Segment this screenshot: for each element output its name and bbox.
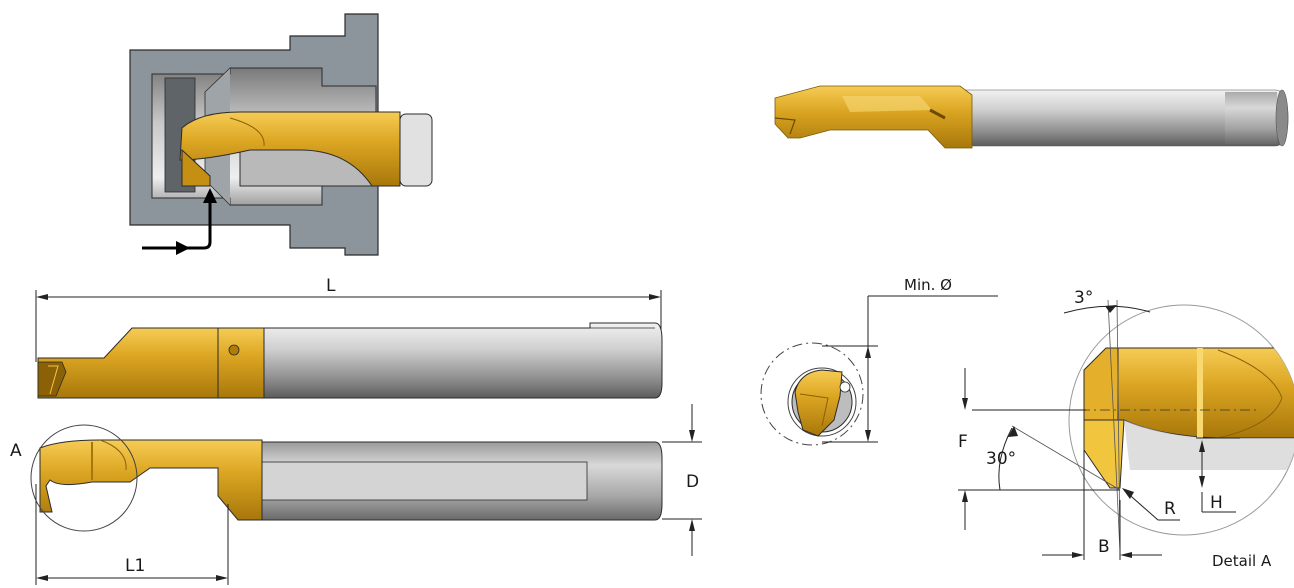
label-d: D — [686, 472, 699, 492]
label-angle-30: 30° — [986, 449, 1016, 469]
label-r: R — [1164, 499, 1176, 519]
label-f: F — [958, 432, 968, 452]
detail-a-caption: Detail A — [1212, 552, 1272, 570]
housing-cross-section — [129, 13, 433, 256]
dimension-d — [662, 404, 702, 556]
tool-side-view — [37, 322, 663, 399]
tool-end-view — [760, 295, 998, 446]
dimension-l1 — [35, 484, 229, 585]
label-min-diameter: Min. Ø — [904, 276, 952, 294]
tool-isometric-view — [774, 85, 1289, 149]
label-angle-3: 3° — [1074, 288, 1093, 308]
label-l: L — [326, 276, 336, 296]
label-h: H — [1210, 493, 1223, 513]
detail-a-view — [958, 299, 1294, 560]
label-b: B — [1098, 537, 1110, 557]
dimension-l — [35, 290, 662, 362]
label-l1: L1 — [125, 556, 145, 576]
detail-marker-a: A — [10, 441, 22, 461]
tool-top-view — [30, 424, 663, 532]
